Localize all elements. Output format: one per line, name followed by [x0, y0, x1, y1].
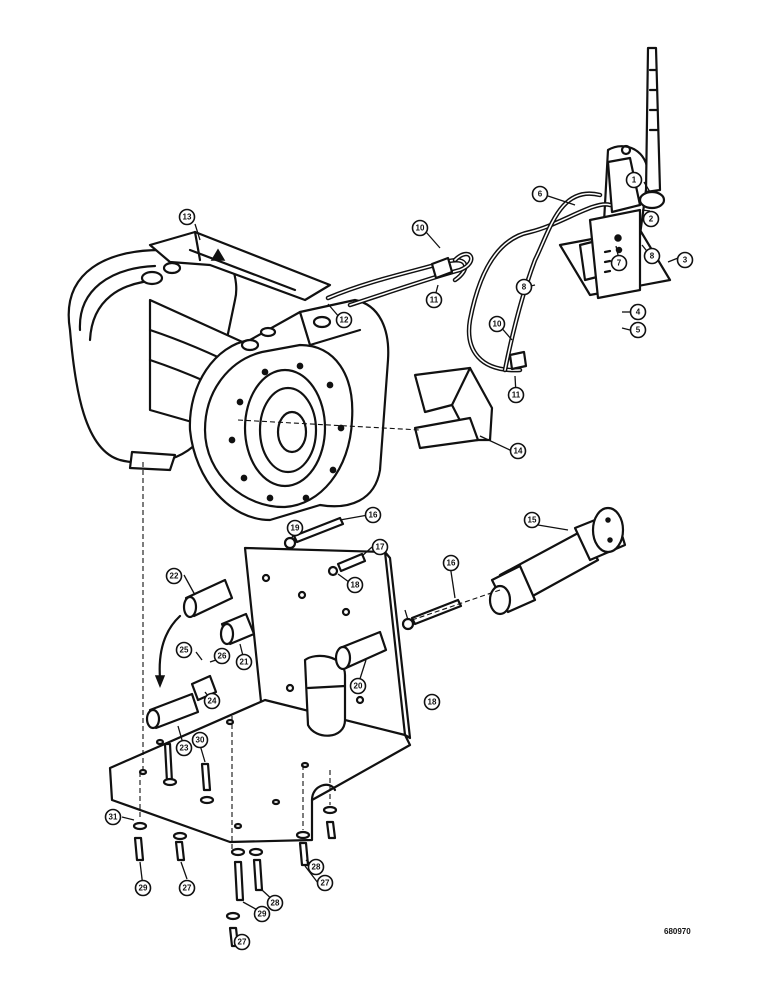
callout-27-left: 27 — [178, 879, 196, 897]
svg-text:7: 7 — [617, 259, 622, 268]
svg-text:22: 22 — [170, 572, 179, 581]
callout-17: 17 — [371, 538, 389, 556]
svg-text:27: 27 — [238, 938, 247, 947]
callout-20: 20 — [349, 677, 367, 695]
svg-text:18: 18 — [351, 581, 360, 590]
callout-26: 26 — [213, 647, 231, 665]
svg-text:20: 20 — [354, 682, 363, 691]
callout-11-lower: 11 — [507, 386, 525, 404]
callout-8-valve: 8 — [643, 247, 661, 265]
svg-text:28: 28 — [312, 863, 321, 872]
callout-13: 13 — [178, 208, 196, 226]
mounting-bracket — [108, 546, 412, 844]
callout-27-bottom: 27 — [233, 933, 251, 951]
callout-29-left: 29 — [134, 879, 152, 897]
svg-text:18: 18 — [428, 698, 437, 707]
svg-text:15: 15 — [528, 516, 537, 525]
callout-7: 7 — [610, 254, 628, 272]
fittings-and-fasteners — [132, 419, 501, 948]
callout-18-lower: 18 — [423, 693, 441, 711]
svg-text:30: 30 — [196, 736, 205, 745]
guard-bracket — [413, 366, 494, 450]
hydraulic-hoses — [325, 191, 613, 373]
svg-text:31: 31 — [109, 813, 118, 822]
callout-5: 5 — [629, 321, 647, 339]
svg-text:28: 28 — [271, 899, 280, 908]
drive-shaft — [488, 506, 627, 616]
svg-text:13: 13 — [183, 213, 192, 222]
svg-text:8: 8 — [650, 252, 655, 261]
svg-text:11: 11 — [430, 296, 439, 305]
svg-text:14: 14 — [514, 447, 523, 456]
callout-18-upper: 18 — [346, 576, 364, 594]
svg-text:2: 2 — [649, 215, 654, 224]
svg-text:5: 5 — [636, 326, 641, 335]
callout-6: 6 — [531, 185, 549, 203]
svg-text:10: 10 — [416, 224, 425, 233]
callout-10-upper: 10 — [411, 219, 429, 237]
callout-29-center: 29 — [253, 905, 271, 923]
svg-text:3: 3 — [683, 256, 688, 265]
drawing-reference-code: 680970 — [664, 927, 691, 936]
callout-25: 25 — [175, 641, 193, 659]
svg-text:11: 11 — [512, 391, 521, 400]
callout-14: 14 — [509, 442, 527, 460]
callout-28-center: 28 — [266, 894, 284, 912]
callout-16-upper: 16 — [364, 506, 382, 524]
callout-1: 1 — [625, 171, 643, 189]
callout-16-right: 16 — [442, 554, 460, 572]
callout-8-hose: 8 — [515, 278, 533, 296]
callout-27-right: 27 — [316, 874, 334, 892]
svg-text:29: 29 — [258, 910, 267, 919]
callout-4: 4 — [629, 303, 647, 321]
svg-text:19: 19 — [291, 524, 300, 533]
winch-assembly — [67, 230, 390, 522]
callout-31: 31 — [104, 808, 122, 826]
callout-10-lower: 10 — [488, 315, 506, 333]
svg-text:29: 29 — [139, 884, 148, 893]
svg-text:27: 27 — [321, 879, 330, 888]
svg-text:6: 6 — [538, 190, 543, 199]
svg-text:23: 23 — [180, 744, 189, 753]
callout-30: 30 — [191, 731, 209, 749]
svg-text:10: 10 — [493, 320, 502, 329]
callout-15: 15 — [523, 511, 541, 529]
svg-text:27: 27 — [183, 884, 192, 893]
callout-2: 2 — [642, 210, 660, 228]
callout-3: 3 — [676, 251, 694, 269]
cover-bolt-pattern — [228, 362, 345, 502]
svg-text:24: 24 — [208, 697, 217, 706]
svg-text:26: 26 — [218, 652, 227, 661]
svg-text:21: 21 — [240, 658, 249, 667]
callout-19: 19 — [286, 519, 304, 537]
callout-12: 12 — [335, 311, 353, 329]
svg-text:25: 25 — [180, 646, 189, 655]
callout-11-upper: 11 — [425, 291, 443, 309]
callout-22: 22 — [165, 567, 183, 585]
svg-text:1: 1 — [632, 176, 637, 185]
callout-28-right: 28 — [307, 858, 325, 876]
svg-text:12: 12 — [340, 316, 349, 325]
svg-text:17: 17 — [376, 543, 385, 552]
callout-23: 23 — [175, 739, 193, 757]
svg-text:16: 16 — [369, 511, 378, 520]
svg-text:16: 16 — [447, 559, 456, 568]
callout-24: 24 — [203, 692, 221, 710]
callout-21: 21 — [235, 653, 253, 671]
svg-text:8: 8 — [522, 283, 527, 292]
svg-text:4: 4 — [636, 308, 641, 317]
